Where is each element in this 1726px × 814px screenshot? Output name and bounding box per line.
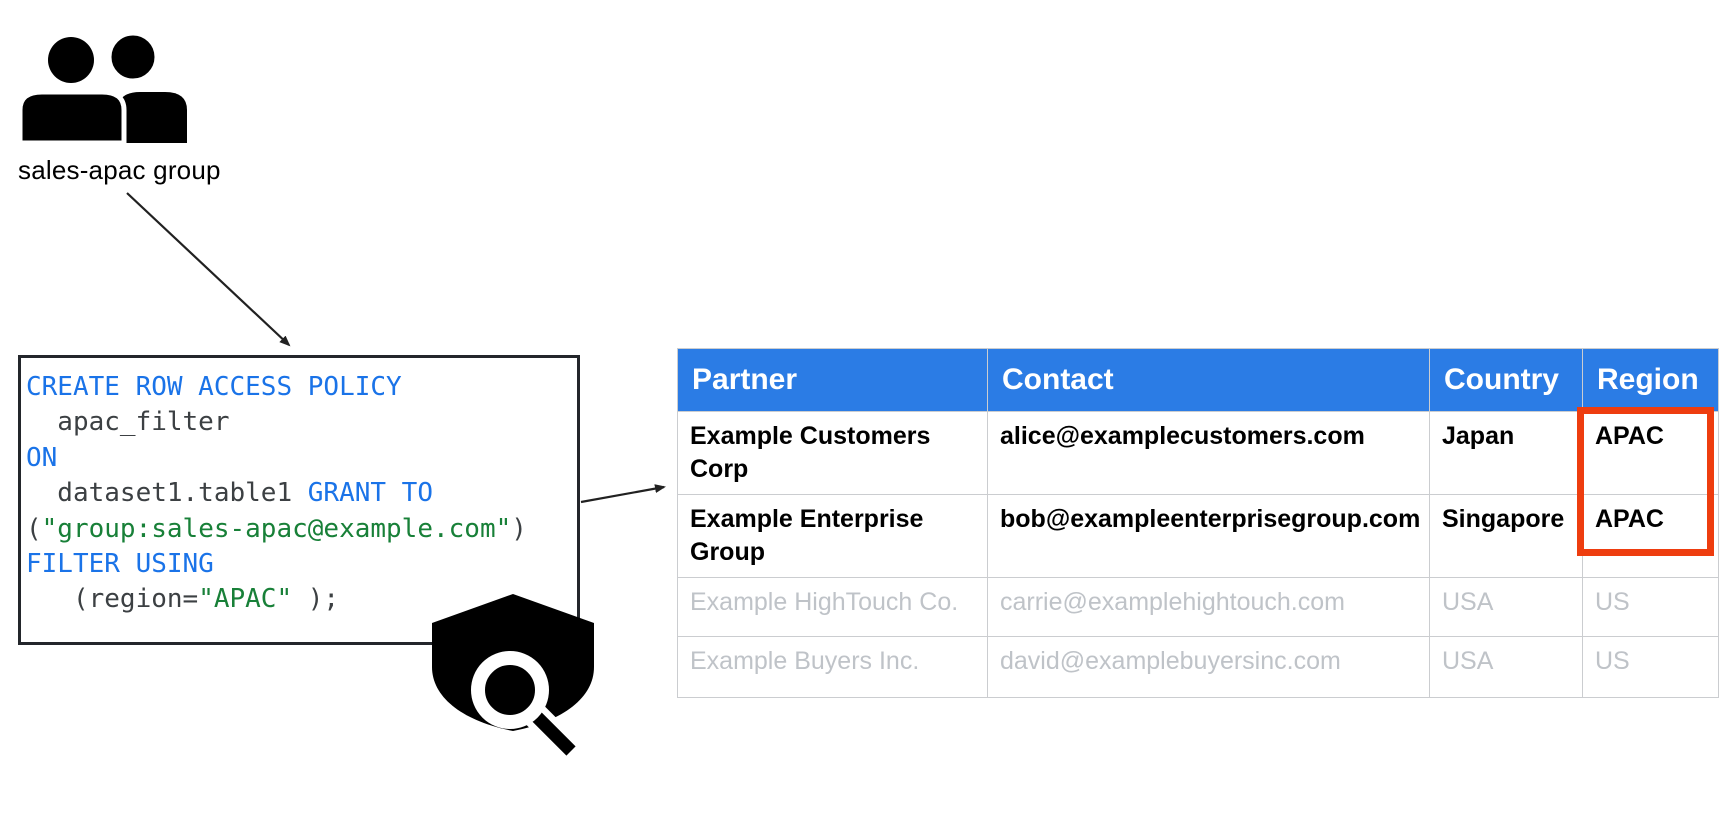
table-cell: US (1582, 636, 1719, 698)
table-row: Example Buyers Inc.david@examplebuyersin… (677, 636, 1719, 698)
code-token: FILTER USING (26, 549, 214, 580)
shield-magnifier-icon (432, 594, 594, 760)
table-cell: USA (1429, 636, 1583, 698)
code-token: ON (26, 442, 58, 473)
code-line: dataset1.table1 GRANT TO (26, 476, 573, 511)
table-cell: bob@exampleenterprisegroup.com (987, 494, 1430, 578)
table-row: Example HighTouch Co.carrie@examplehight… (677, 577, 1719, 637)
table-cell: APAC (1582, 494, 1719, 578)
table-cell: Example Buyers Inc. (677, 636, 988, 698)
code-token: GRANT TO (307, 478, 433, 509)
code-token: "APAC" (198, 584, 293, 615)
table-cell: alice@examplecustomers.com (987, 411, 1430, 495)
code-token: ) (511, 513, 527, 544)
column-header-contact: Contact (987, 348, 1430, 412)
code-token: ); (292, 584, 340, 615)
table-cell: APAC (1582, 411, 1719, 495)
code-token: apac_filter (26, 407, 230, 438)
code-line: apac_filter (26, 405, 573, 440)
table-cell: Example Customers Corp (677, 411, 988, 495)
code-token: ( (26, 513, 42, 544)
group-label: sales-apac group (18, 155, 221, 185)
column-header-partner: Partner (677, 348, 988, 412)
table-cell: david@examplebuyersinc.com (987, 636, 1430, 698)
column-header-country: Country (1429, 348, 1583, 412)
code-line: ("group:sales-apac@example.com") (26, 512, 573, 547)
column-header-region: Region (1582, 348, 1719, 412)
code-line: FILTER USING (26, 547, 573, 582)
table-cell: Example Enterprise Group (677, 494, 988, 578)
code-line: (region="APAC" ); (26, 582, 573, 617)
table-cell: Japan (1429, 411, 1583, 495)
code-token: "group:sales-apac@example.com" (41, 513, 512, 544)
code-token: (region= (26, 584, 199, 615)
table-cell: US (1582, 577, 1719, 637)
code-token: CREATE ROW ACCESS POLICY (26, 372, 402, 402)
table-cell: Singapore (1429, 494, 1583, 578)
region-highlight-box (1577, 407, 1714, 556)
code-line: CREATE ROW ACCESS POLICY (26, 370, 573, 405)
table-cell: USA (1429, 577, 1583, 637)
table-cell: Example HighTouch Co. (677, 577, 988, 637)
table-cell: carrie@examplehightouch.com (987, 577, 1430, 637)
arrow-policy-to-table (580, 484, 666, 504)
arrow-group-to-policy (126, 192, 291, 347)
code-line: ON (26, 441, 573, 476)
code-token: dataset1.table1 (26, 478, 308, 509)
people-group-icon (18, 32, 187, 146)
